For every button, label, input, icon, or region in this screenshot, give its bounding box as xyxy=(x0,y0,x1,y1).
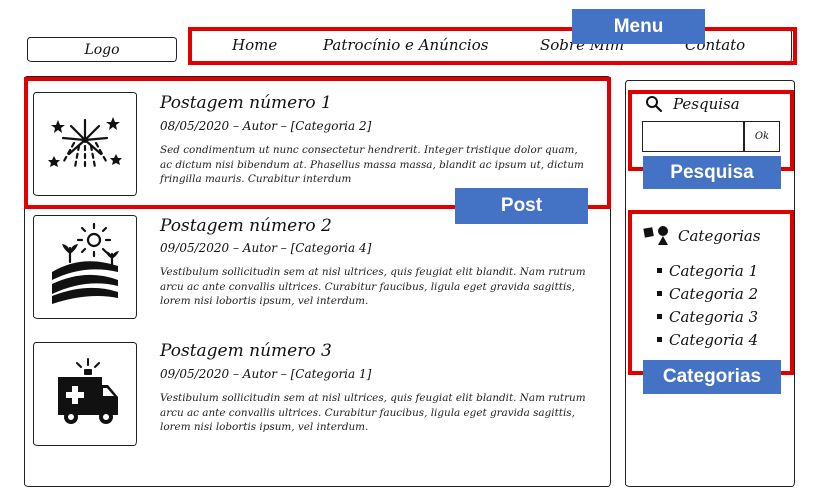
post-meta: 09/05/2020 – Autor – [Categoria 4] xyxy=(160,241,372,255)
post-highlight xyxy=(24,77,611,209)
category-item[interactable]: Categoria 3 xyxy=(657,308,758,326)
shapes-icon xyxy=(643,224,671,246)
post-title[interactable]: Postagem número 3 xyxy=(160,341,332,361)
post-title[interactable]: Postagem número 2 xyxy=(160,216,332,236)
menu-item-sponsorship[interactable]: Patrocínio e Anúncios xyxy=(323,36,489,54)
post-title[interactable]: Postagem número 1 xyxy=(160,93,332,113)
post-meta: 09/05/2020 – Autor – [Categoria 1] xyxy=(160,367,372,381)
post-thumbnail[interactable] xyxy=(33,215,137,319)
categories-annotation-tag: Categorias xyxy=(643,360,781,394)
post-thumbnail[interactable] xyxy=(33,342,137,446)
post-excerpt: Vestibulum sollicitudin sem at nisl ultr… xyxy=(160,392,586,433)
categories-highlight xyxy=(628,210,794,375)
search-input[interactable] xyxy=(642,121,744,152)
post-meta: 08/05/2020 – Autor – [Categoria 2] xyxy=(160,119,372,133)
fireworks-icon xyxy=(48,117,122,171)
post-annotation-tag: Post xyxy=(455,188,588,224)
post-thumbnail[interactable] xyxy=(33,92,137,196)
post-excerpt: Vestibulum sollicitudin sem at nisl ultr… xyxy=(160,266,586,307)
category-item[interactable]: Categoria 4 xyxy=(657,331,758,349)
ambulance-icon xyxy=(58,358,118,424)
search-button[interactable]: Ok xyxy=(744,121,780,152)
post-excerpt: Sed condimentum ut nunc consectetur hend… xyxy=(160,144,584,185)
menu-highlight xyxy=(188,27,797,65)
search-icon xyxy=(645,95,663,113)
menu-item-home[interactable]: Home xyxy=(232,36,278,54)
menu-annotation-tag: Menu xyxy=(572,9,705,44)
search-label: Pesquisa xyxy=(673,95,740,113)
category-item[interactable]: Categoria 1 xyxy=(657,262,758,280)
logo: Logo xyxy=(27,37,177,62)
farm-field-icon xyxy=(52,222,119,304)
categories-title: Categorias xyxy=(678,227,761,245)
category-item[interactable]: Categoria 2 xyxy=(657,285,758,303)
search-annotation-tag: Pesquisa xyxy=(643,156,781,189)
